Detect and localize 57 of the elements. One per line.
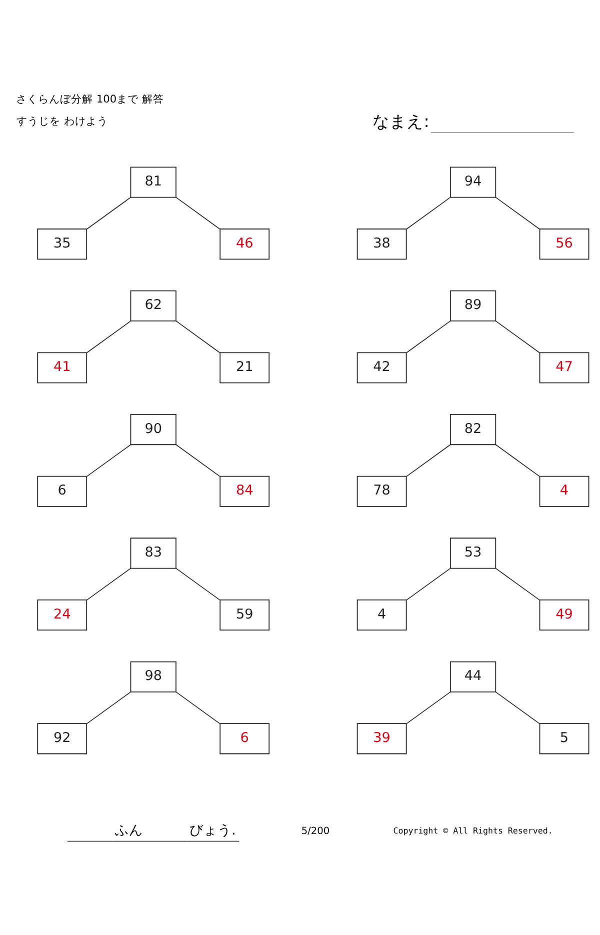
node-box: 81 [130,166,176,198]
node-box: 38 [356,228,407,260]
node-box: 46 [220,228,270,260]
connector [176,691,220,724]
connector [495,196,540,229]
node-box: 49 [539,599,590,630]
node-box: 24 [37,599,88,630]
label: なまえ: [372,111,430,130]
node-box: 83 [130,537,176,568]
label: びょう. [190,822,236,838]
connector [176,567,220,600]
node-box: 41 [37,352,88,383]
node-box: 6 [220,722,270,754]
node-box: 78 [356,475,407,506]
label: Copyright © All Rights Reserved. [393,825,553,836]
connector [495,320,540,353]
node-box: 92 [37,722,88,754]
node-box: 35 [37,228,88,260]
node-box: 42 [356,352,407,383]
connector [176,320,220,353]
connector [406,567,451,600]
label: ふん [114,822,143,838]
connector [176,196,220,229]
node-box: 53 [450,537,496,568]
node-box: 89 [450,290,496,321]
connector [176,444,220,476]
node-box: 4 [356,599,407,630]
connector [406,691,451,724]
node-box: 47 [539,352,590,383]
connector [86,567,132,600]
connector [86,691,132,724]
node-box: 56 [539,228,590,260]
connector [86,320,132,353]
label: 5/200 [301,825,330,836]
node-box: 90 [130,414,176,445]
node-box: 21 [220,352,270,383]
node-box: 6 [37,475,88,506]
node-box: 5 [539,722,590,754]
node-box: 98 [130,660,176,692]
connector [406,444,451,476]
node-box: 4 [539,475,590,506]
connector [495,691,540,724]
connector [406,196,451,229]
node-box: 82 [450,414,496,445]
connector [86,444,132,476]
node-box: 44 [450,660,496,692]
connector [495,567,540,600]
label: すうじを わけよう [16,115,108,128]
node-box: 62 [130,290,176,321]
connector [86,196,132,229]
node-box: 84 [220,475,270,506]
connector [406,320,451,353]
node-box: 59 [220,599,270,630]
diagram-title: さくらんぼ分解 100まで 解答 [16,92,164,105]
node-box: 39 [356,722,407,754]
node-box: 94 [450,166,496,198]
connector [495,444,540,476]
